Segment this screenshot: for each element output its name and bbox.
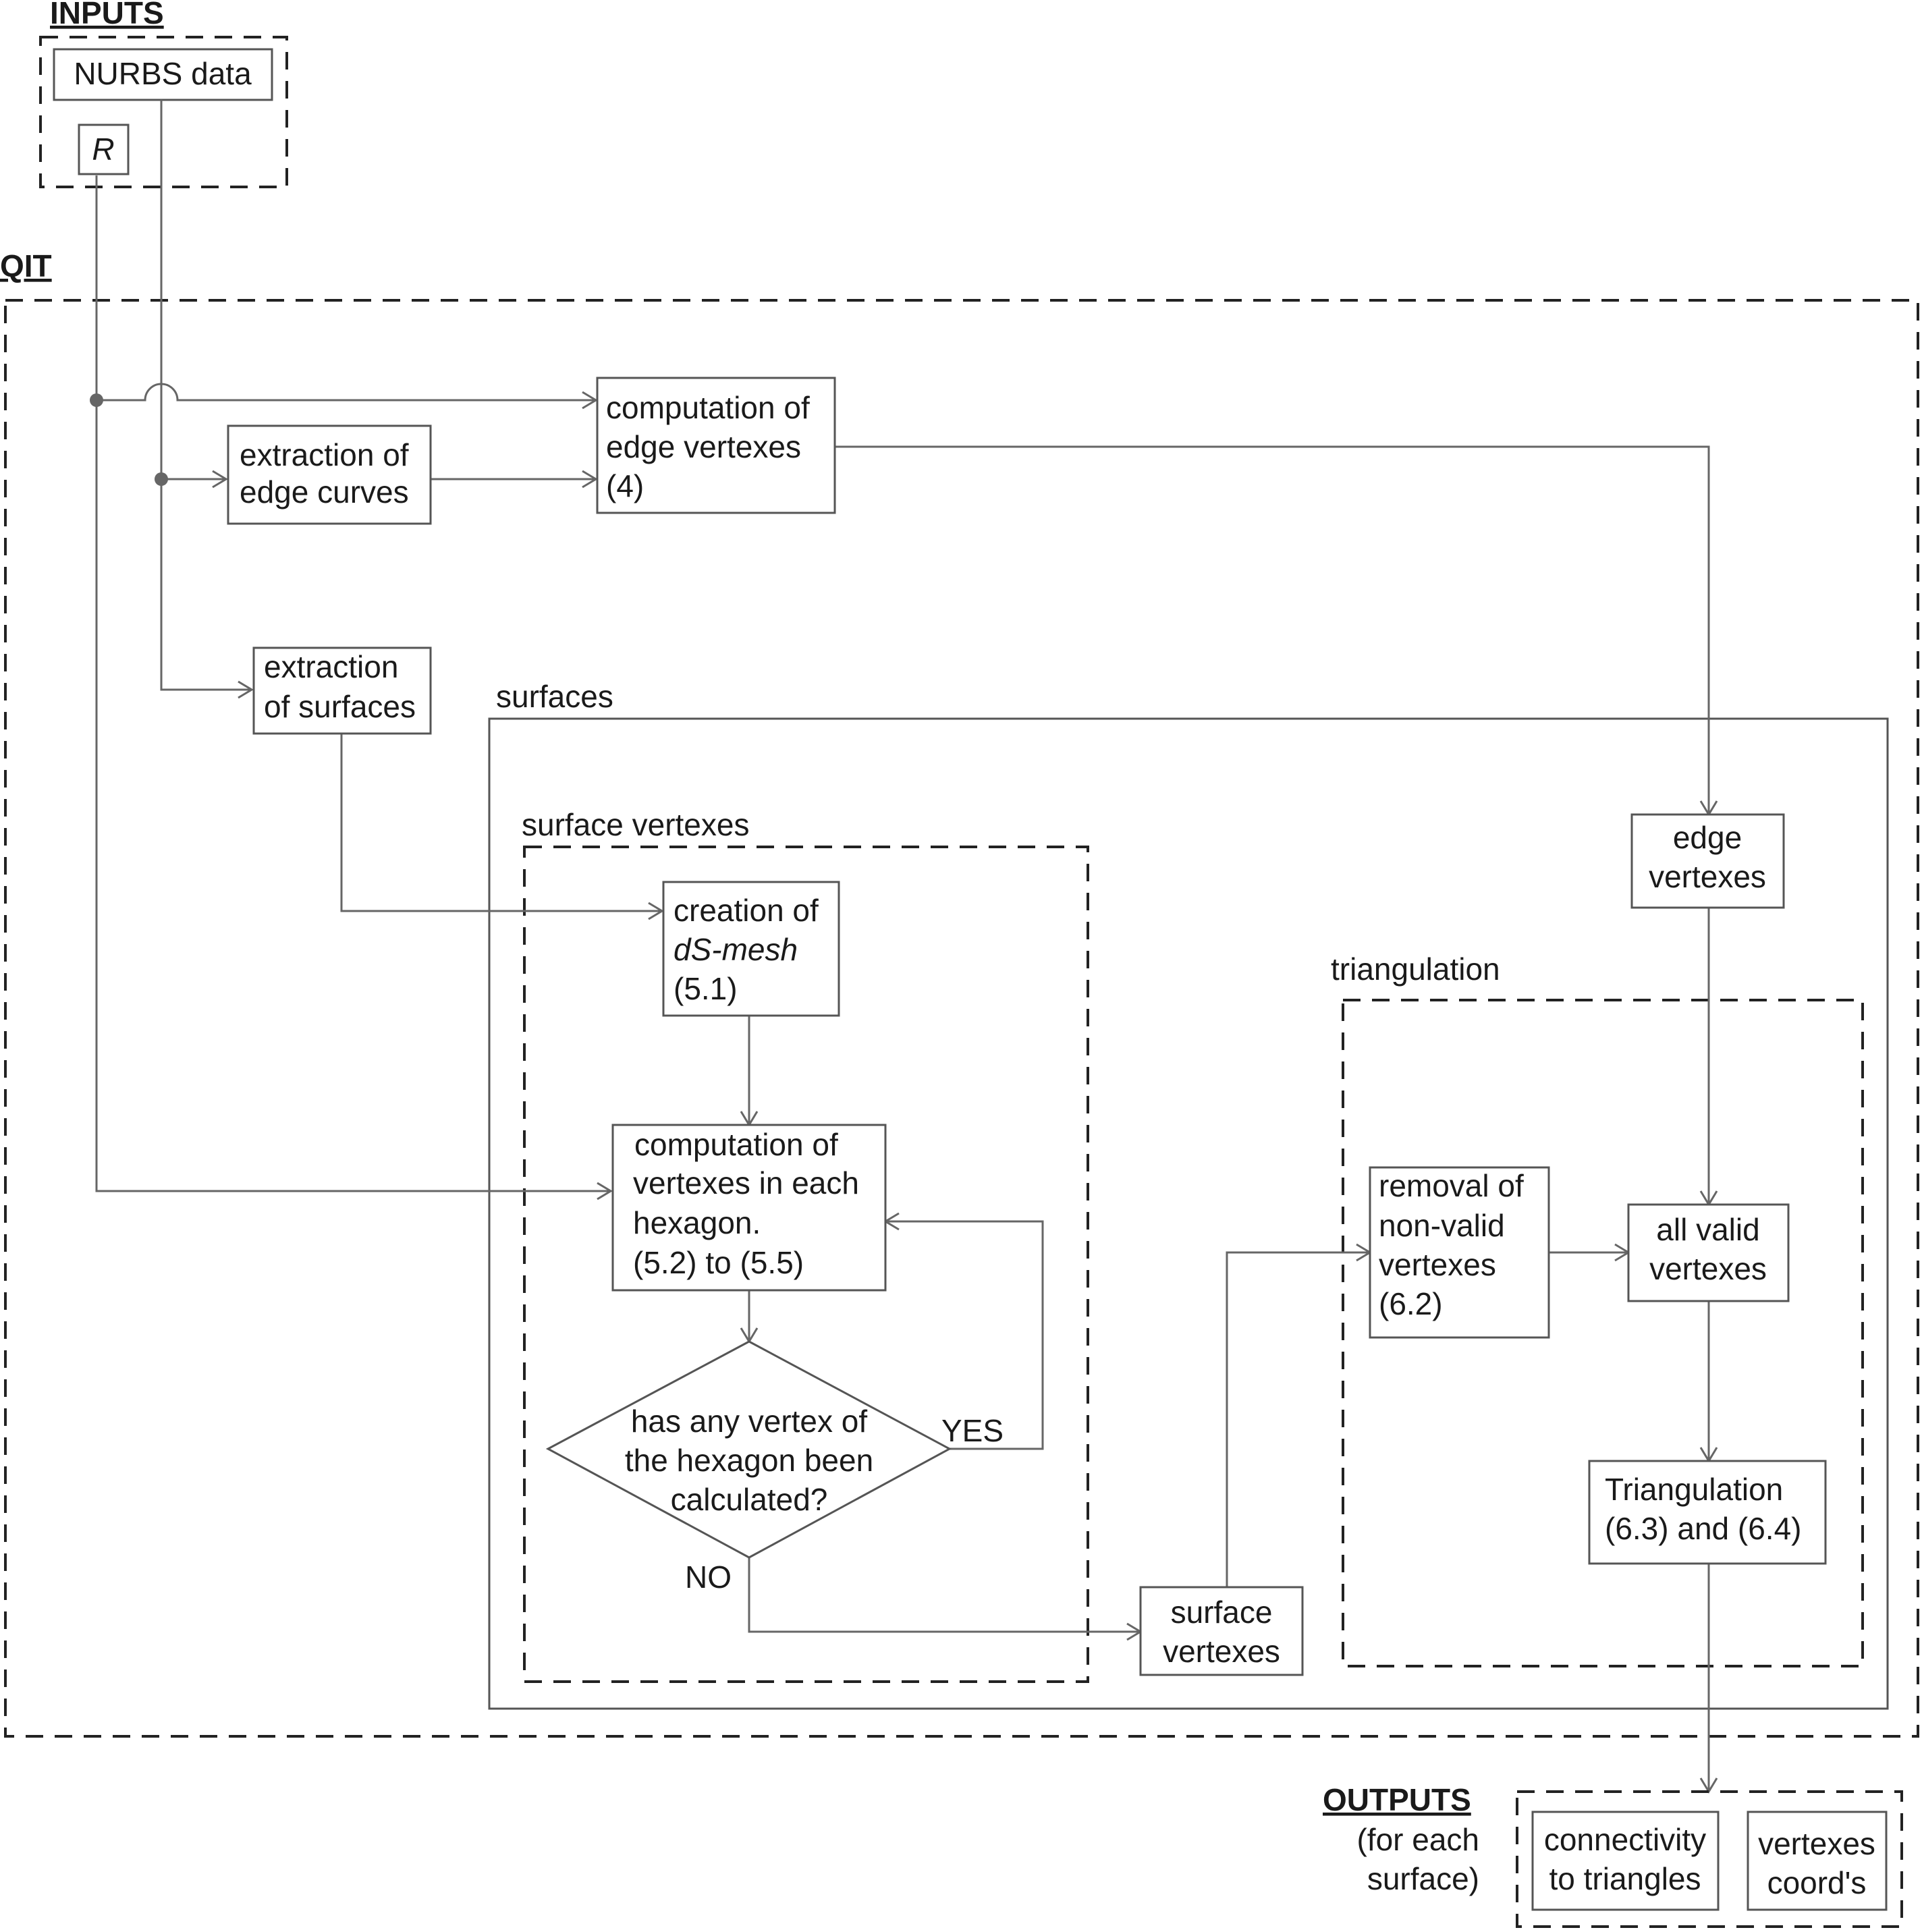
outputs-note-line-1: (for each: [1356, 1822, 1479, 1857]
connectivity-line-2: to triangles: [1549, 1861, 1701, 1896]
triangulation-heading: triangulation: [1331, 951, 1500, 987]
dsmesh-line-3: (5.1): [674, 971, 738, 1006]
decision-line-1: has any vertex of: [631, 1404, 868, 1439]
removal-box: [1369, 1166, 1550, 1339]
surface-vertexes-heading: surface vertexes: [522, 807, 749, 842]
edge-vertexes-box: [1630, 813, 1785, 909]
no-label: NO: [685, 1560, 732, 1595]
qit-frame: [4, 299, 1919, 1738]
r-input-box: [78, 123, 130, 175]
r-to-hexagon-arrowhead: [597, 1182, 613, 1200]
extraction-surfaces-line-1: extraction: [264, 649, 398, 684]
nurbs-to-surfaces-arrowhead: [238, 680, 254, 699]
r-to-edge-computation-arrowhead: [582, 391, 598, 410]
decision-diamond: [545, 1340, 952, 1559]
surfaces-frame: [488, 717, 1889, 1710]
surface-vertexes-to-removal-line: [1226, 1251, 1370, 1587]
no-to-surface-vertexes-line: [748, 1557, 1141, 1633]
edge-computation-line-1: computation of: [606, 390, 810, 425]
surface-vertexes-box: [1139, 1586, 1304, 1676]
coords-line-1: vertexes: [1758, 1826, 1875, 1861]
dsmesh-line-1: creation of: [674, 893, 819, 928]
edge-curves-line-2: edge curves: [240, 474, 409, 509]
decision-line-3: calculated?: [671, 1482, 828, 1517]
nurbs-junction-dot: [155, 472, 168, 486]
all-valid-line-1: all valid: [1656, 1212, 1759, 1247]
outputs-note-line-2: surface): [1367, 1861, 1479, 1896]
surfaces-heading: surfaces: [496, 679, 613, 714]
inputs-heading: INPUTS: [50, 0, 164, 30]
surfaces-to-dsmesh-arrowhead: [648, 902, 664, 920]
triangulation-box: [1588, 1460, 1827, 1565]
qit-heading: QIT: [0, 248, 52, 283]
nurbs-to-surfaces-line: [160, 100, 252, 691]
dsmesh-line-2: dS-mesh: [674, 932, 798, 967]
removal-line-2: non-valid: [1379, 1208, 1505, 1243]
nurbs-data-box: [53, 48, 273, 101]
r-to-edge-computation-line: [97, 383, 596, 402]
removal-line-3: vertexes: [1379, 1247, 1496, 1282]
hexagon-computation-line-3: hexagon.: [633, 1205, 761, 1240]
edge-curves-to-computation-arrowhead: [582, 470, 598, 489]
edge-computation-to-edge-vertexes-line: [835, 445, 1710, 815]
triangulation-frame: [1342, 999, 1864, 1667]
edge-computation-box: [596, 377, 836, 514]
edge-computation-line-2: edge vertexes: [606, 429, 801, 464]
yes-loop-line: [885, 1220, 1044, 1450]
dsmesh-box: [662, 881, 840, 1017]
hexagon-computation-box: [611, 1124, 887, 1292]
outputs-heading: OUTPUTS: [1323, 1782, 1471, 1817]
removal-line-4: (6.2): [1379, 1286, 1443, 1321]
surfaces-to-dsmesh-line: [340, 734, 662, 912]
hexagon-computation-line-4: (5.2) to (5.5): [633, 1245, 804, 1280]
r-junction-dot: [90, 393, 103, 407]
r-to-hexagon-line: [95, 175, 611, 1192]
edge-curves-line-1: extraction of: [240, 437, 409, 472]
edge-computation-line-3: (4): [606, 468, 644, 503]
edge-vertexes-line-2: vertexes: [1649, 859, 1766, 894]
edge-vertexes-line-1: edge: [1673, 820, 1742, 855]
triangulation-line-2: (6.3) and (6.4): [1605, 1511, 1801, 1546]
connectivity-box: [1531, 1811, 1720, 1911]
hexagon-computation-line-2: vertexes in each: [633, 1165, 859, 1200]
r-input-label: R: [92, 132, 114, 167]
nurbs-to-edge-curves-arrowhead: [212, 470, 228, 489]
outputs-frame: [1516, 1790, 1903, 1928]
connectivity-line-1: connectivity: [1544, 1822, 1706, 1857]
all-valid-line-2: vertexes: [1649, 1251, 1767, 1286]
triangulation-line-1: Triangulation: [1605, 1472, 1783, 1507]
coords-box: [1747, 1811, 1888, 1911]
extraction-surfaces-box: [252, 646, 432, 735]
extraction-surfaces-line-2: of surfaces: [264, 689, 416, 724]
removal-line-1: removal of: [1379, 1168, 1524, 1203]
coords-line-2: coord's: [1767, 1865, 1867, 1900]
surface-vertexes-line-2: vertexes: [1163, 1634, 1280, 1669]
decision-line-2: the hexagon been: [625, 1443, 873, 1478]
hexagon-computation-line-1: computation of: [634, 1127, 838, 1162]
surface-vertexes-line-1: surface: [1171, 1595, 1273, 1630]
all-valid-box: [1627, 1203, 1790, 1302]
nurbs-data-label: NURBS data: [74, 56, 252, 91]
edge-curves-box: [227, 424, 432, 525]
inputs-frame: [39, 36, 288, 188]
yes-label: YES: [941, 1413, 1004, 1448]
